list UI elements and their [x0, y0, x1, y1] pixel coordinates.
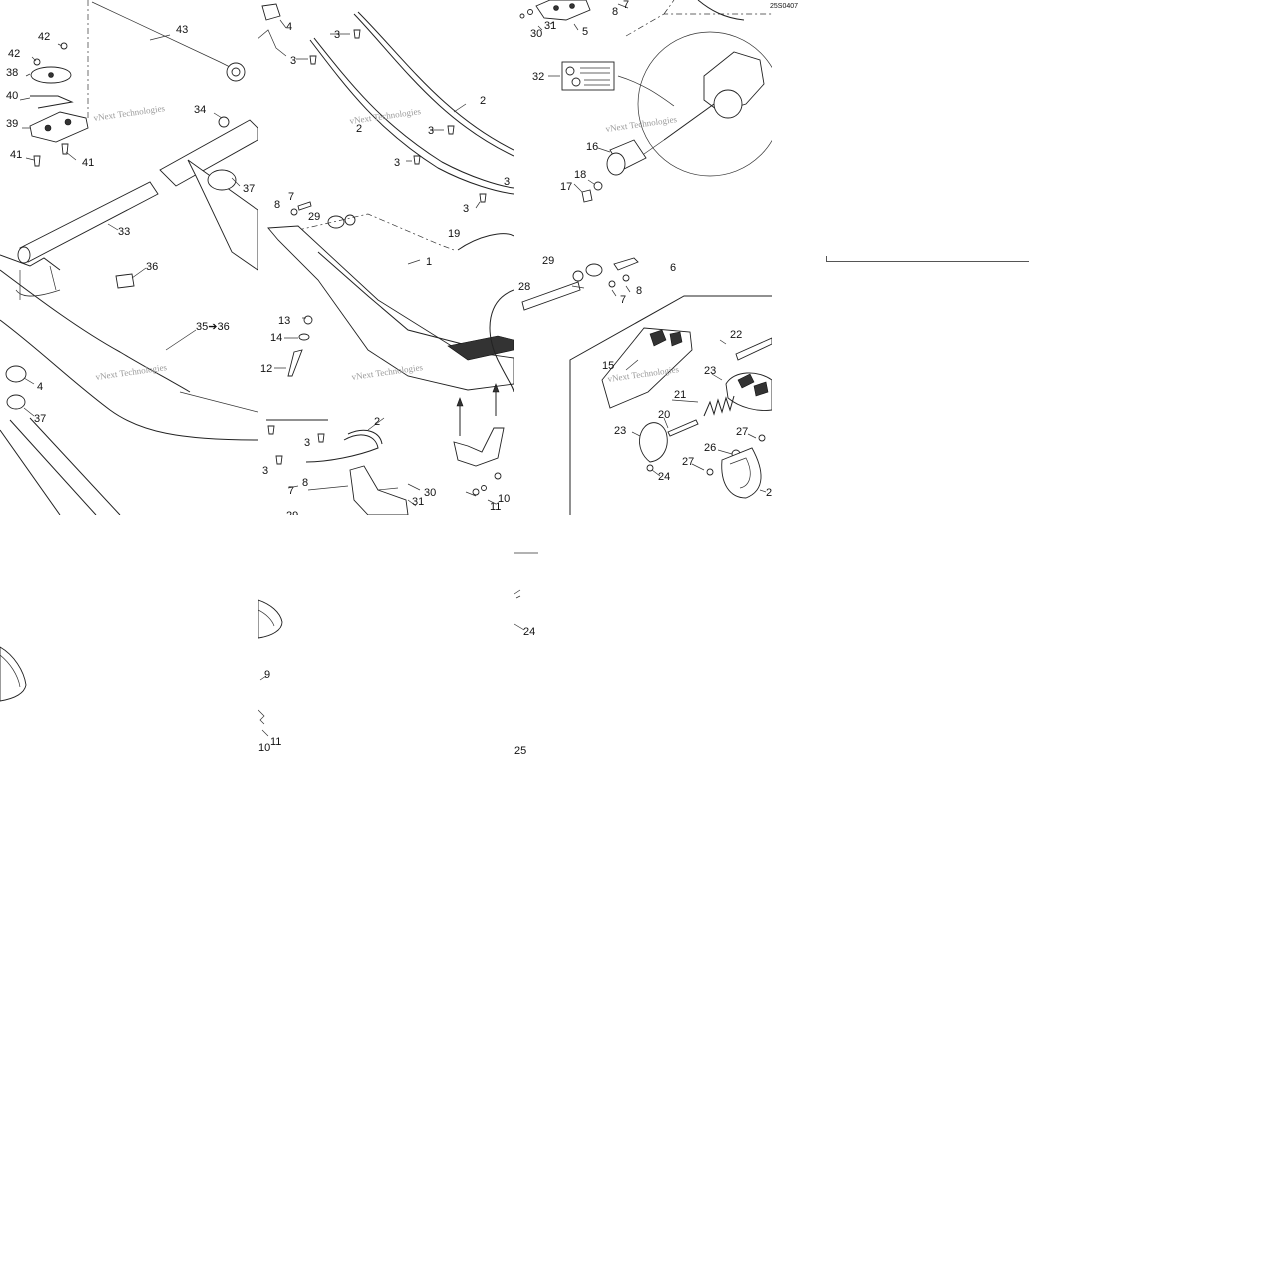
callout-37-b[interactable]: 37 — [34, 413, 46, 425]
callout-41-a[interactable]: 41 — [10, 149, 22, 161]
watermark-a: vNext Technologies — [93, 103, 166, 123]
callout-20[interactable]: 20 — [658, 409, 670, 421]
callout-21[interactable]: 21 — [674, 389, 686, 401]
diagram-tile-left-top: 43 42 42 38 40 39 41 41 34 37 33 36 35➔3… — [0, 0, 258, 515]
callout-24-a[interactable]: 24 — [658, 471, 670, 483]
callout-layer-right-top: 7 8 30 31 5 32 16 18 17 29 6 28 8 7 22 1… — [518, 0, 772, 499]
callout-layer-middle-top: 4 3 3 2 2 3 3 3 3 7 8 29 19 1 13 14 12 2… — [260, 21, 510, 515]
callout-11-b[interactable]: 11 — [270, 736, 281, 748]
callout-31-a[interactable]: 31 — [412, 496, 424, 508]
callout-15[interactable]: 15 — [602, 360, 614, 372]
callout-42-b[interactable]: 42 — [8, 48, 20, 60]
callout-25-a[interactable]: 25 — [766, 487, 772, 499]
callout-layer-left-top: 43 42 42 38 40 39 41 41 34 37 33 36 35➔3… — [6, 24, 255, 425]
callout-25-b[interactable]: 25 — [514, 745, 526, 757]
callout-43[interactable]: 43 — [176, 24, 188, 36]
callout-12[interactable]: 12 — [260, 363, 272, 375]
callout-layer-right-bottom: 24 25 — [514, 626, 535, 757]
callout-23-a[interactable]: 23 — [704, 365, 716, 377]
callout-10-b[interactable]: 10 — [258, 742, 270, 754]
frame-fragment — [826, 256, 1029, 262]
callout-8-d[interactable]: 8 — [636, 285, 642, 297]
callout-2-a[interactable]: 2 — [480, 95, 486, 107]
callout-41-b[interactable]: 41 — [82, 157, 94, 169]
callout-23-b[interactable]: 23 — [614, 425, 626, 437]
callout-30-b[interactable]: 30 — [530, 28, 542, 40]
callout-35-36[interactable]: 35➔36 — [196, 321, 230, 333]
ski-leg-drawing — [258, 3, 514, 515]
callout-36[interactable]: 36 — [146, 261, 158, 273]
diagram-tile-middle-bottom: 9 10 11 — [258, 590, 298, 760]
callout-1[interactable]: 1 — [426, 256, 432, 268]
callout-3-e[interactable]: 3 — [504, 176, 510, 188]
callout-31-b[interactable]: 31 — [544, 20, 556, 32]
diagram-tile-right-top: 7 8 30 31 5 32 16 18 17 29 6 28 8 7 22 1… — [514, 0, 772, 515]
callout-8-b[interactable]: 8 — [302, 477, 308, 489]
bracket-fragment-drawing — [258, 599, 283, 737]
callout-27-a[interactable]: 27 — [736, 426, 748, 438]
hood-fragment-drawing — [0, 646, 27, 702]
handlebar-steering-drawing — [0, 0, 258, 515]
callout-4-b[interactable]: 4 — [286, 21, 292, 33]
callout-17[interactable]: 17 — [560, 181, 572, 193]
callout-3-c[interactable]: 3 — [428, 125, 434, 137]
callout-42-a[interactable]: 42 — [38, 31, 50, 43]
callout-9[interactable]: 9 — [264, 669, 270, 681]
callout-28[interactable]: 28 — [518, 281, 530, 293]
callout-11-a[interactable]: 11 — [490, 501, 501, 513]
watermark-f: vNext Technologies — [607, 364, 680, 384]
callout-3-a[interactable]: 3 — [334, 29, 340, 41]
callout-layer-middle-bottom: 9 10 11 — [258, 669, 281, 754]
callout-3-g[interactable]: 3 — [304, 437, 310, 449]
callout-18[interactable]: 18 — [574, 169, 586, 181]
spring-damper-drawing — [519, 0, 772, 515]
callout-7-a[interactable]: 7 — [288, 191, 294, 203]
callout-34[interactable]: 34 — [194, 104, 206, 116]
watermark-c: vNext Technologies — [349, 106, 422, 126]
watermark-b: vNext Technologies — [95, 362, 168, 382]
callout-19[interactable]: 19 — [448, 228, 460, 240]
callout-16[interactable]: 16 — [586, 141, 598, 153]
callout-32[interactable]: 32 — [532, 71, 544, 83]
callout-38[interactable]: 38 — [6, 67, 18, 79]
leader-fragment-drawing — [514, 552, 538, 631]
callout-26[interactable]: 26 — [704, 442, 716, 454]
watermark-d: vNext Technologies — [351, 362, 424, 382]
callout-33[interactable]: 33 — [118, 226, 130, 238]
diagram-tile-right-bottom: 24 25 — [514, 548, 554, 763]
diagram-tile-left-bottom — [0, 615, 40, 705]
callout-7-b[interactable]: 7 — [288, 485, 294, 497]
callout-8-a[interactable]: 8 — [274, 199, 280, 211]
callout-40[interactable]: 40 — [6, 90, 18, 102]
diagram-tile-middle-top: 4 3 3 2 2 3 3 3 3 7 8 29 19 1 13 14 12 2… — [258, 0, 514, 515]
callout-3-f[interactable]: 3 — [463, 203, 469, 215]
drawing-code: 25S0407 — [770, 3, 799, 10]
callout-30-a[interactable]: 30 — [424, 487, 436, 499]
callout-7-c[interactable]: 7 — [623, 0, 629, 11]
callout-3-h[interactable]: 3 — [262, 465, 268, 477]
callout-29-a[interactable]: 29 — [308, 211, 320, 223]
callout-14[interactable]: 14 — [270, 332, 282, 344]
callout-10-a[interactable]: 10 — [498, 493, 510, 505]
callout-7-d[interactable]: 7 — [620, 294, 626, 306]
callout-3-d[interactable]: 3 — [394, 157, 400, 169]
callout-6[interactable]: 6 — [670, 262, 676, 274]
callout-39[interactable]: 39 — [6, 118, 18, 130]
callout-2-b[interactable]: 2 — [356, 123, 362, 135]
callout-29-c[interactable]: 29 — [542, 255, 554, 267]
callout-8-c[interactable]: 8 — [612, 6, 618, 18]
callout-3-b[interactable]: 3 — [290, 55, 296, 67]
callout-4-a[interactable]: 4 — [37, 381, 43, 393]
watermark-e: vNext Technologies — [605, 114, 678, 134]
callout-27-b[interactable]: 27 — [682, 456, 694, 468]
callout-13[interactable]: 13 — [278, 315, 290, 327]
callout-2-c[interactable]: 2 — [374, 416, 380, 428]
callout-24-b[interactable]: 24 — [523, 626, 535, 638]
callout-37-a[interactable]: 37 — [243, 183, 255, 195]
callout-29-b[interactable]: 29 — [286, 510, 298, 515]
callout-22[interactable]: 22 — [730, 329, 742, 341]
callout-5[interactable]: 5 — [582, 26, 588, 38]
